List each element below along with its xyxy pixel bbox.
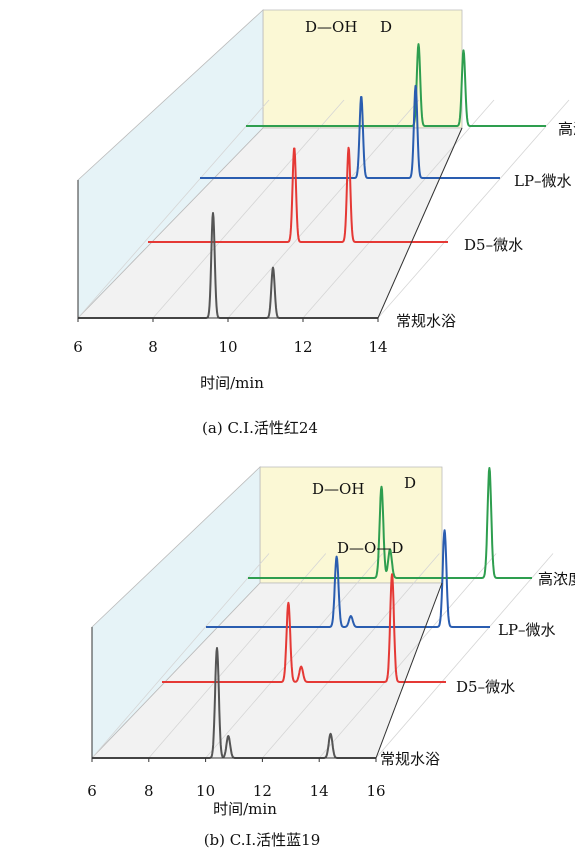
x-axis-title: 时间/min xyxy=(200,374,264,392)
series-label-3: LP–微水 xyxy=(498,621,556,639)
gridline-6 xyxy=(77,99,270,319)
gridline-8 xyxy=(148,553,327,759)
x-ticks: 6 8 10 12 14 16 xyxy=(87,758,386,800)
gridline-12 xyxy=(262,553,440,759)
gridline-14 xyxy=(377,99,570,319)
gridline-12 xyxy=(302,99,495,319)
peak-label-d-oh: D—OH xyxy=(312,480,364,498)
depth-axis-line xyxy=(375,582,443,759)
chart-caption: (a) C.I.活性红24 xyxy=(202,419,318,437)
series-label-1: 常规水浴 xyxy=(396,312,456,330)
series-line-4 xyxy=(247,467,533,579)
series-label-3: LP–微水 xyxy=(514,172,572,190)
series-label-1: 常规水浴 xyxy=(380,750,440,768)
gridline-10 xyxy=(227,99,420,319)
series-line-4 xyxy=(245,43,547,127)
gridlines xyxy=(77,99,570,319)
gridline-14 xyxy=(318,553,497,759)
x-tick-label: 10 xyxy=(196,782,215,800)
peak-label-d: D xyxy=(380,18,392,36)
x-tick-label: 6 xyxy=(73,338,83,356)
gridline-10 xyxy=(205,553,383,759)
series-line-2 xyxy=(147,146,449,243)
x-axis-title: 时间/min xyxy=(213,800,277,818)
chart-caption: (b) C.I.活性蓝19 xyxy=(204,831,321,849)
x-tick-label: 8 xyxy=(148,338,158,356)
depth-axis-line xyxy=(377,127,463,319)
x-tick-label: 14 xyxy=(310,782,329,800)
x-ticks: 6 8 10 12 14 xyxy=(73,318,388,356)
peak-label-d-o-d: D—O—D xyxy=(337,539,403,557)
gridlines xyxy=(91,553,554,759)
x-tick-label: 14 xyxy=(368,338,387,356)
x-tick-label: 16 xyxy=(366,782,385,800)
series-label-4: 高浓度水浴 xyxy=(538,570,575,588)
series-label-2: D5–微水 xyxy=(456,678,515,696)
series-label-4: 高浓度水浴 xyxy=(558,120,575,138)
gridline-8 xyxy=(152,99,345,319)
series-line-2 xyxy=(161,573,447,683)
series-line-3 xyxy=(205,529,491,628)
x-tick-label: 6 xyxy=(87,782,97,800)
peak-label-d-oh: D—OH xyxy=(305,18,357,36)
x-tick-label: 12 xyxy=(293,338,312,356)
x-tick-label: 12 xyxy=(253,782,272,800)
x-tick-label: 8 xyxy=(144,782,154,800)
x-tick-label: 10 xyxy=(218,338,237,356)
gridline-6 xyxy=(91,553,270,759)
gridline-16 xyxy=(375,553,554,759)
series-label-2: D5–微水 xyxy=(464,236,523,254)
peak-label-d: D xyxy=(404,474,416,492)
